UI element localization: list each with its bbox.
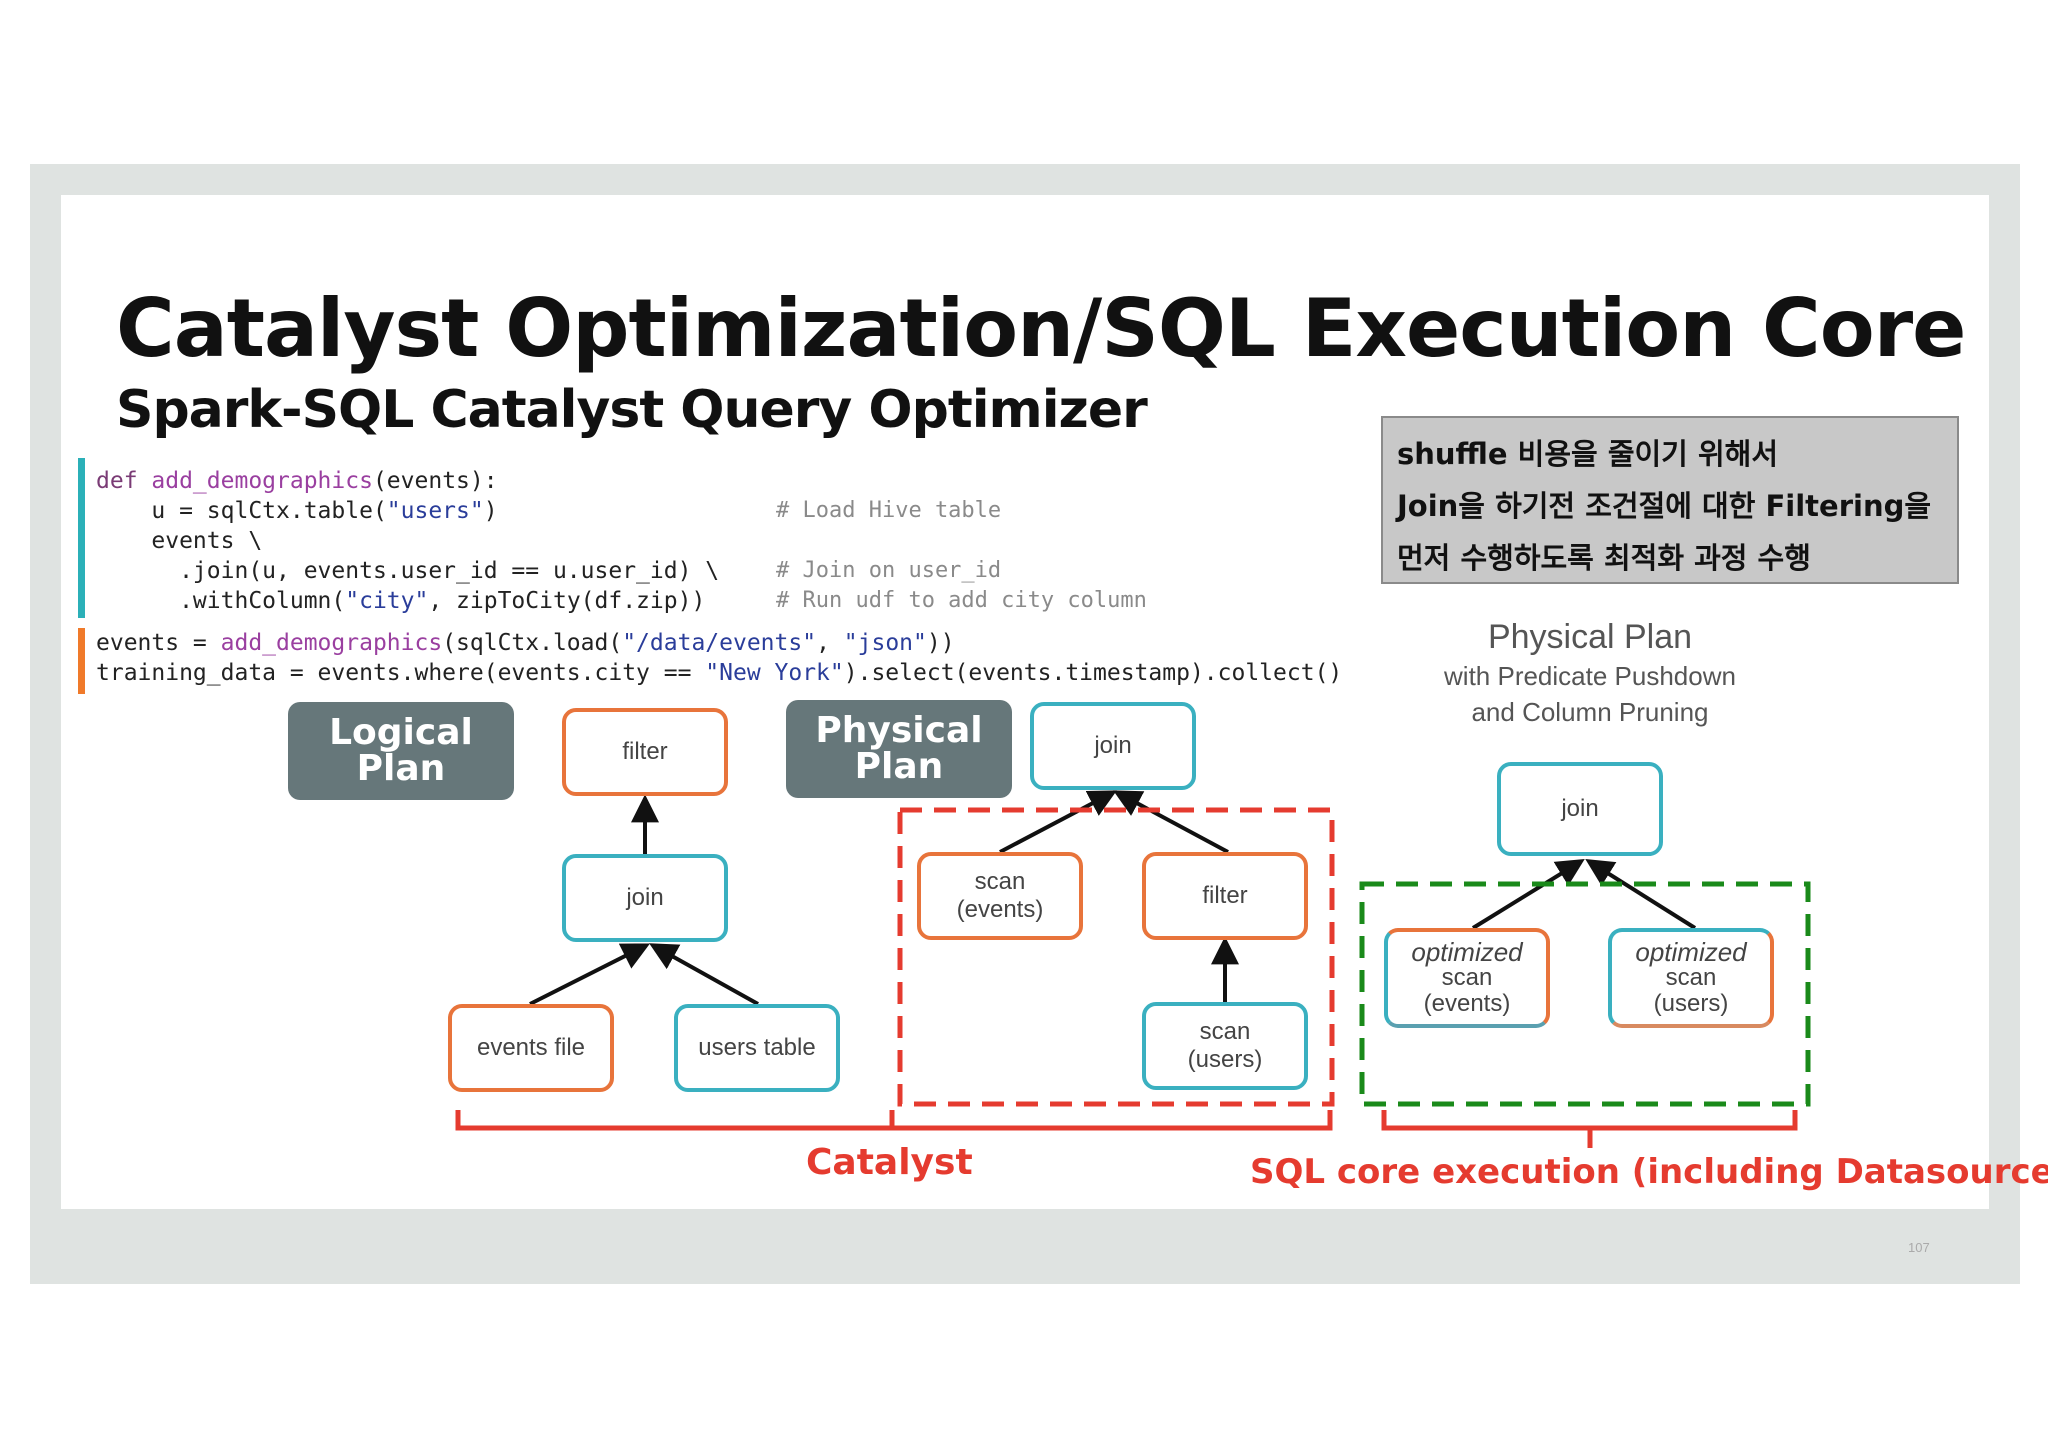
arrow-users-to-join (649, 943, 759, 1006)
code-string: "json" (843, 630, 927, 656)
node-label: join (1094, 732, 1132, 759)
node-label: scan (1441, 964, 1493, 991)
code-comment: # Run udf to add city column (776, 588, 1147, 613)
node-label: optimized (1411, 937, 1523, 967)
node-label: (events) (1423, 990, 1511, 1017)
node-label: scan (974, 868, 1026, 895)
code-text: events = (96, 630, 221, 656)
pushdown-heading-sub1: with Predicate Pushdown (1444, 661, 1736, 691)
note-line: 먼저 수행하도록 최적화 과정 수행 (1397, 541, 1811, 575)
pushdown-plan-heading: Physical Plan with Predicate Pushdown an… (1360, 616, 1820, 730)
code-text: ) (483, 498, 498, 524)
physical-filter-node: filter (1142, 852, 1308, 940)
logical-plan-label-line1: Logical (329, 712, 473, 753)
node-label: users table (698, 1034, 816, 1061)
sql-core-bracket (1381, 1110, 1798, 1148)
node-label: (users) (1187, 1046, 1263, 1073)
physical-join-node: join (1030, 702, 1196, 790)
code-block-1: def add_demographics(events): u = sqlCtx… (96, 466, 719, 616)
code-text: , zipToCity(df.zip)) (428, 588, 706, 614)
node-label: join (1561, 795, 1599, 822)
pushdown-heading-title: Physical Plan (1487, 618, 1693, 656)
code-comment: # Load Hive table (776, 498, 1002, 523)
code-string: "users" (386, 498, 484, 524)
catalyst-dashed-box (897, 807, 1335, 1107)
page-number: 107 (1908, 1240, 1930, 1255)
code-comment: # Join on user_id (776, 558, 1002, 583)
pushdown-heading-sub2: and Column Pruning (1471, 697, 1709, 727)
node-label: optimized (1635, 937, 1747, 967)
node-label: scan (1199, 1018, 1251, 1045)
arrow-scan-events-to-join (999, 790, 1117, 854)
scan-users-node: scan(users) (1142, 1002, 1308, 1090)
code-bar-orange (78, 628, 85, 694)
physical-plan-label-line1: Physical (815, 710, 983, 751)
code-text: ).select(events.timestamp).collect() (843, 660, 1343, 686)
logical-plan-label-line2: Plan (356, 748, 446, 789)
code-text: (sqlCtx.load( (442, 630, 623, 656)
code-text: u = sqlCtx.table( (96, 498, 387, 524)
page-title: Catalyst Optimization/SQL Execution Core (116, 282, 1966, 375)
sql-core-label: SQL core execution (including Datasource… (1250, 1152, 2048, 1192)
node-label: (users) (1653, 990, 1729, 1017)
events-file-node: events file (448, 1004, 614, 1092)
pushdown-join-node: join (1497, 762, 1663, 856)
code-text: .withColumn( (96, 588, 346, 614)
page-subtitle: Spark-SQL Catalyst Query Optimizer (116, 380, 1148, 440)
node-label: events file (476, 1034, 586, 1061)
node-label: filter (1202, 882, 1248, 909)
node-label: join (626, 884, 664, 911)
code-text: events \ (96, 528, 263, 554)
arrow-opt-events-to-join (1471, 859, 1585, 930)
code-bar-teal (78, 458, 85, 618)
physical-plan-label-line2: Plan (854, 746, 944, 787)
code-function: add_demographics (151, 468, 373, 494)
code-text: .join(u, events.user_id == u.user_id) \ (96, 558, 720, 584)
code-string: "New York" (705, 660, 844, 686)
arrow-opt-users-to-join (1585, 859, 1697, 930)
catalyst-bracket (455, 1110, 1333, 1131)
code-text: training_data = events.where(events.city… (96, 660, 706, 686)
code-keyword: def (96, 468, 152, 494)
scan-events-node: scan(events) (917, 852, 1083, 940)
node-label: scan (1665, 964, 1717, 991)
catalyst-label: Catalyst (806, 1142, 973, 1183)
note-line: Join을 하기전 조건절에 대한 Filtering을 (1397, 489, 1932, 523)
arrow-filter-to-join (1113, 790, 1229, 854)
code-string: "/data/events" (622, 630, 817, 656)
code-function: add_demographics (220, 630, 443, 656)
node-label: (events) (956, 896, 1044, 923)
logical-filter-node: filter (562, 708, 728, 796)
sql-core-dashed-box (1359, 881, 1811, 1107)
code-text: )) (926, 630, 955, 656)
code-block-2: events = add_demographics(sqlCtx.load("/… (96, 628, 1342, 688)
users-table-node: users table (674, 1004, 840, 1092)
note-line: shuffle 비용을 줄이기 위해서 (1397, 437, 1778, 471)
code-text: (events): (372, 468, 498, 494)
code-text: , (816, 630, 844, 656)
logical-join-node: join (562, 854, 728, 942)
note-box: shuffle 비용을 줄이기 위해서 Join을 하기전 조건절에 대한 Fi… (1381, 416, 1959, 584)
node-label: filter (622, 738, 668, 765)
code-string: "city" (345, 588, 429, 614)
arrow-events-to-join (529, 943, 651, 1006)
